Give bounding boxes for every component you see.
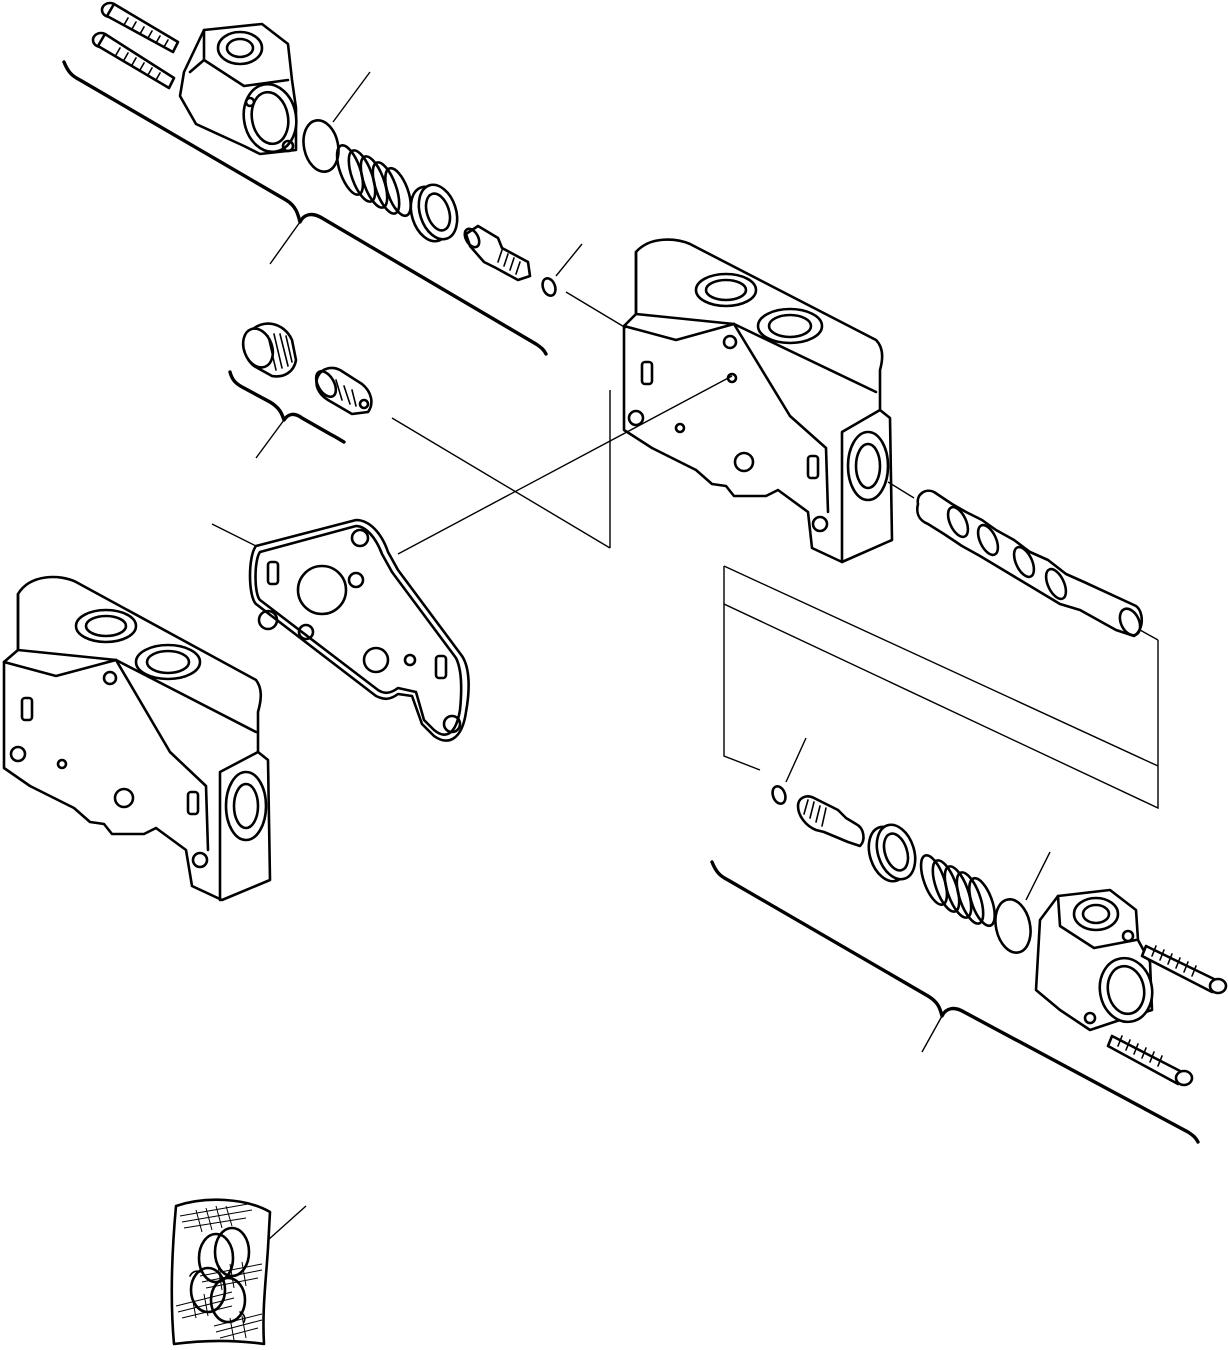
leader-o-ring-lower <box>1026 852 1050 900</box>
bolt-upper-2 <box>93 33 174 88</box>
plug <box>238 324 296 377</box>
kit-bracket-lower-leader <box>922 1016 942 1052</box>
leader-small-o-ring-upper <box>556 244 582 276</box>
poppet-upper <box>462 226 530 280</box>
alignment-frame-bottom <box>724 604 760 770</box>
relief-valve-housing-upper <box>180 24 302 156</box>
poppet-lower <box>798 796 863 846</box>
kit-bracket-upper <box>64 62 546 354</box>
valve-section-body-left <box>4 577 270 900</box>
plug-and-check-valve-assembly <box>230 324 610 548</box>
kit-bracket-upper-leader <box>270 222 300 264</box>
spring-lower <box>916 852 1000 929</box>
leader-gasket <box>212 524 256 546</box>
valve-section-body <box>566 240 892 562</box>
upper-relief-valve-assembly <box>64 3 582 354</box>
leader-valve-body <box>566 292 626 328</box>
bolt-lower-1 <box>1142 946 1226 993</box>
relief-valve-housing-lower <box>1036 890 1157 1030</box>
o-ring-lower <box>991 896 1035 956</box>
valve-seat-lower <box>862 820 922 886</box>
spring-upper <box>332 142 416 219</box>
leader-spool-bore <box>888 482 914 498</box>
leader-seal-kit <box>268 1206 306 1240</box>
o-ring-upper <box>299 117 343 175</box>
lower-relief-valve-assembly <box>712 566 1226 1142</box>
seal-kit-bag <box>172 1200 306 1344</box>
alignment-frame <box>724 566 1158 808</box>
spool <box>888 482 1144 638</box>
leader-spool-end <box>1140 630 1158 640</box>
leader-small-o-ring-lower <box>786 738 806 782</box>
leader-gasket-to-body <box>398 376 732 554</box>
small-o-ring-lower <box>770 784 787 805</box>
bolt-lower-2 <box>1108 1036 1192 1085</box>
leader-check-valve <box>392 418 610 548</box>
valve-seat-upper <box>404 180 464 246</box>
leader-o-ring-upper <box>333 72 370 122</box>
small-o-ring-upper <box>540 276 557 297</box>
check-valve-cartridge <box>312 368 371 414</box>
bolt-upper-1 <box>102 3 178 52</box>
kit-bracket-check-valve-leader <box>256 420 284 458</box>
gasket-plate <box>212 376 732 741</box>
